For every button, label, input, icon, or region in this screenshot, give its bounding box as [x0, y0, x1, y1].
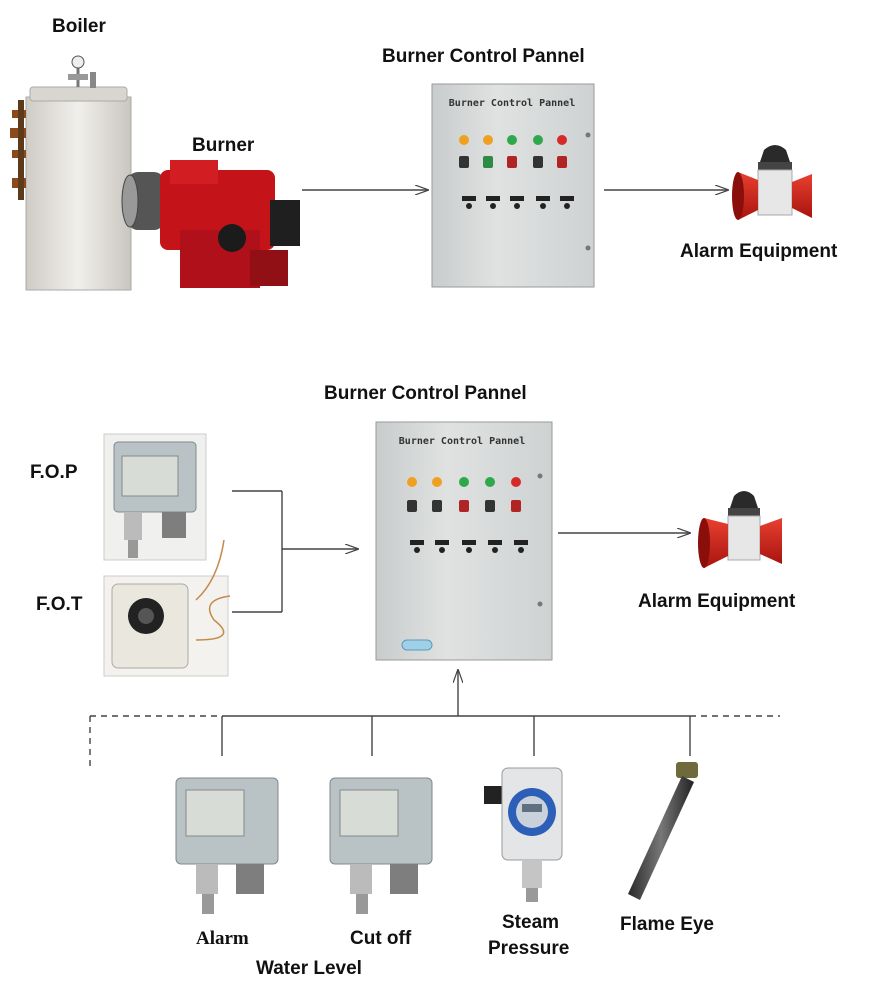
panel-logo	[401, 639, 433, 651]
switch-row-bottom	[407, 500, 521, 512]
sensor-label-steam: Steam	[502, 912, 560, 933]
sensor-label-pressure: Pressure	[488, 938, 570, 959]
panel-heading-bottom: Burner Control Pannel	[324, 383, 527, 404]
alarm-pressure-switch-image	[175, 777, 279, 914]
alarm-equipment-bottom	[698, 491, 782, 568]
burner-image	[121, 160, 300, 288]
burner-label: Burner	[192, 135, 255, 156]
fot-thermostat-image	[103, 539, 231, 677]
flame-eye-image	[628, 762, 698, 900]
switch-row-top	[459, 156, 567, 168]
fot-label: F.O.T	[36, 594, 83, 615]
panel-plate-top: Burner Control Pannel	[449, 98, 575, 109]
sensor-label-alarm: Alarm	[196, 928, 249, 949]
alarm-equipment-label-bottom: Alarm Equipment	[638, 591, 796, 612]
sensor-label-cut-off: Cut off	[350, 928, 412, 949]
cutoff-pressure-switch-image	[329, 777, 433, 914]
indicator-lamps-top	[459, 135, 567, 145]
boiler-image	[10, 55, 145, 291]
fop-label: F.O.P	[30, 462, 78, 483]
alarm-equipment-label-top: Alarm Equipment	[680, 241, 838, 262]
control-panel-bottom: Burner Control Pannel	[375, 421, 553, 661]
alarm-equipment-top	[732, 145, 812, 220]
control-panel-top: Burner Control Pannel	[431, 83, 595, 288]
sensor-label-flame-eye: Flame Eye	[620, 914, 714, 935]
fop-fot-connector	[232, 490, 283, 613]
boiler-label: Boiler	[52, 16, 106, 37]
fop-pressure-switch-image	[103, 433, 207, 561]
panel-plate-bottom: Burner Control Pannel	[399, 436, 525, 447]
panel-heading-top: Burner Control Pannel	[382, 46, 585, 67]
steam-pressure-transmitter-image	[484, 767, 563, 902]
indicator-lamps-bottom	[407, 477, 521, 487]
selector-knobs-bottom	[410, 540, 528, 553]
sensor-bus	[89, 715, 780, 768]
selector-knobs-top	[462, 196, 574, 209]
sensor-label-water-level: Water Level	[256, 958, 362, 979]
